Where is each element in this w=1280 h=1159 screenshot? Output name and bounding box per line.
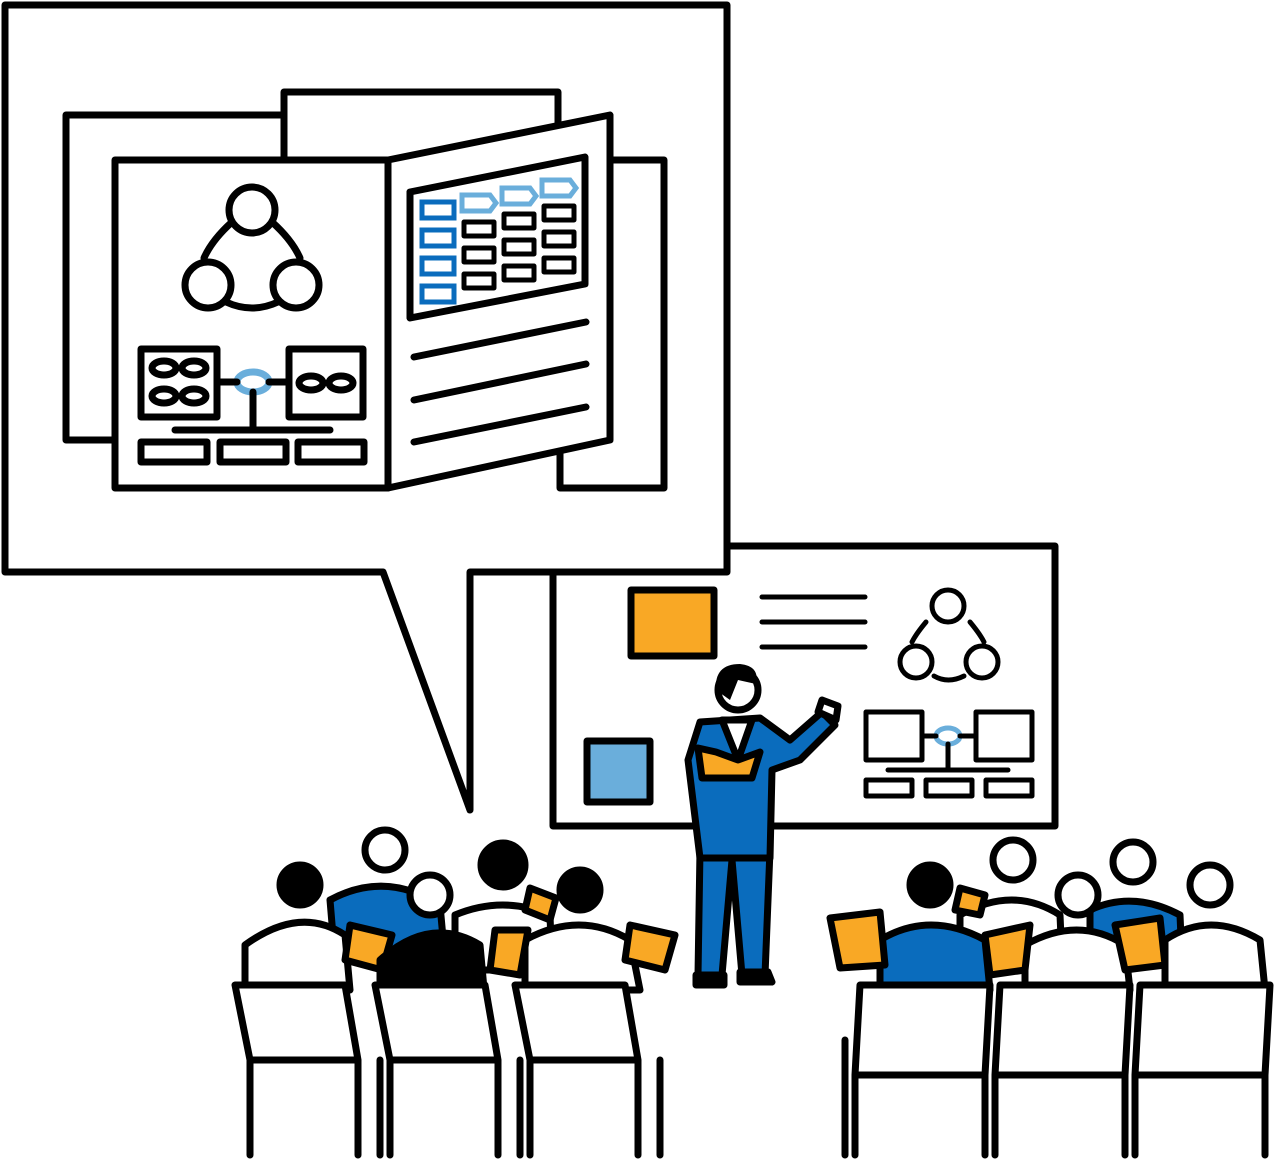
presenter [684, 664, 842, 989]
chair-row [231, 981, 664, 1159]
attendee [826, 836, 1269, 994]
audience-right [826, 836, 1274, 1159]
cycle-icon [897, 587, 1001, 683]
orange-square [627, 586, 718, 660]
presentation-screen [549, 542, 1059, 830]
brochure [62, 88, 668, 492]
chair-row [841, 981, 1274, 1159]
attendee [241, 826, 679, 1004]
text-lines-icon [410, 318, 590, 446]
database-diagram-icon [863, 709, 1035, 799]
audience-left [231, 826, 679, 1159]
cycle-icon [181, 183, 323, 312]
text-lines-icon [759, 594, 868, 650]
light-blue-square [583, 737, 654, 806]
database-diagram-icon [137, 345, 368, 466]
table-chart-icon [406, 153, 589, 322]
